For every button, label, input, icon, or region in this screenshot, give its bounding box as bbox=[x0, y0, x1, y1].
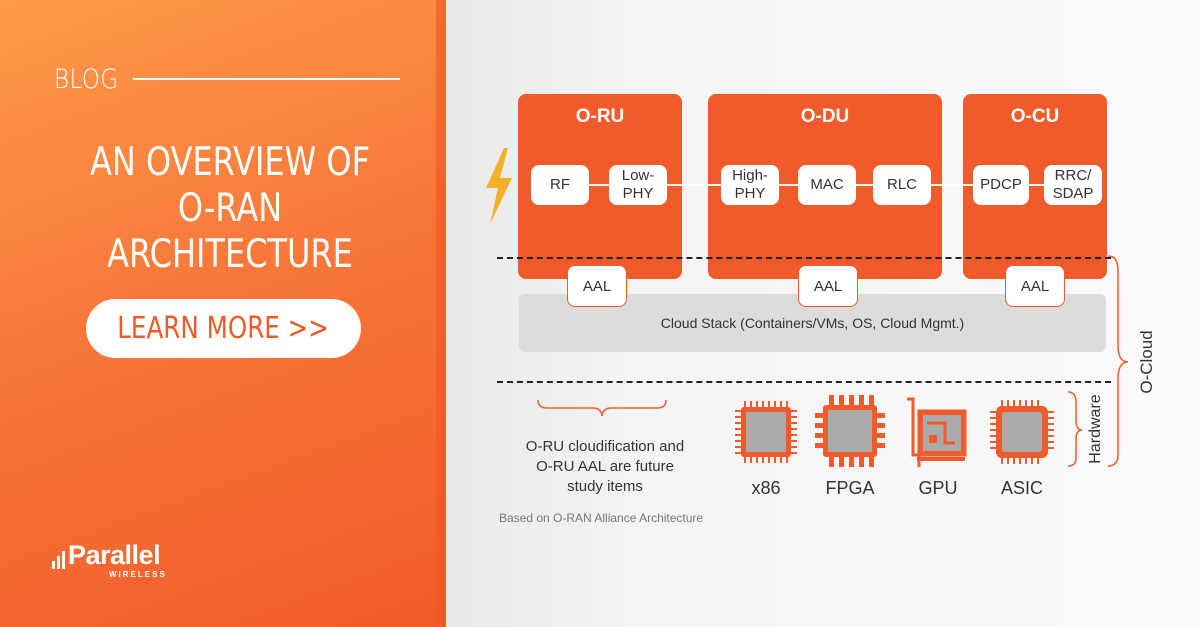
hw-label-x86: x86 bbox=[751, 478, 781, 498]
note-line-1: O-RU cloudification and bbox=[525, 438, 685, 455]
rf-chip: RF bbox=[531, 165, 589, 205]
cloud-boundary-bottom bbox=[497, 381, 1111, 383]
highphy-line-2: PHY bbox=[734, 185, 766, 202]
ocu-title: O-CU bbox=[1010, 106, 1060, 127]
fpga-chip-icon bbox=[815, 395, 885, 467]
brand-name: Parallel bbox=[68, 540, 161, 570]
rrc-sdap-chip: RRC/ SDAP bbox=[1044, 165, 1102, 205]
odu-title: O-DU bbox=[800, 106, 850, 127]
signal-bars-icon bbox=[52, 547, 65, 569]
learn-more-button[interactable]: LEARN MORE >> bbox=[86, 299, 361, 358]
fronthaul-link-white bbox=[667, 184, 723, 186]
title-line-2: O-RAN ARCHITECTURE bbox=[107, 186, 353, 277]
hardware-label: Hardware bbox=[1087, 394, 1104, 464]
pdcp-chip: PDCP bbox=[973, 165, 1029, 205]
lightning-icon bbox=[486, 148, 512, 224]
panel-edge bbox=[436, 0, 446, 627]
mac-chip: MAC bbox=[798, 165, 856, 205]
aal-chip-odu: AAL bbox=[798, 265, 858, 307]
ocloud-label: O-Cloud bbox=[1137, 330, 1156, 394]
hw-label-gpu: GPU bbox=[918, 478, 958, 498]
connector bbox=[1029, 184, 1044, 186]
bracket-lines bbox=[1067, 255, 1129, 467]
highphy-chip: High- PHY bbox=[721, 165, 779, 205]
connector bbox=[856, 184, 873, 186]
future-study-note: O-RU cloudification and O-RU AAL are fut… bbox=[498, 437, 712, 497]
rrc-line-2: SDAP bbox=[1052, 185, 1094, 202]
rlc-chip: RLC bbox=[873, 165, 931, 205]
highphy-line-1: High- bbox=[732, 167, 768, 184]
asic-chip-icon bbox=[990, 400, 1054, 464]
x86-chip-icon bbox=[735, 401, 797, 463]
lowphy-line-1: Low- bbox=[621, 167, 655, 184]
eyebrow-label: BLOG bbox=[54, 64, 119, 95]
lowphy-line-2: PHY bbox=[622, 185, 654, 202]
cloud-boundary-top bbox=[497, 257, 1111, 259]
aal-chip-oru: AAL bbox=[567, 265, 627, 307]
page-title: AN OVERVIEW OF O-RAN ARCHITECTURE bbox=[58, 140, 402, 278]
connector bbox=[589, 184, 609, 186]
gpu-card-icon bbox=[907, 397, 967, 467]
midhaul-link-white bbox=[931, 184, 973, 186]
connector bbox=[779, 184, 798, 186]
hw-label-fpga: FPGA bbox=[825, 478, 875, 498]
note-line-2: O-RU AAL are future bbox=[536, 458, 674, 475]
lowphy-chip: Low- PHY bbox=[609, 165, 667, 205]
brand-sub: WIRELESS bbox=[109, 570, 167, 579]
aal-chip-ocu: AAL bbox=[1005, 265, 1065, 307]
eyebrow-rule bbox=[133, 78, 400, 80]
hw-label-asic: ASIC bbox=[1000, 478, 1043, 498]
learn-more-label: LEARN MORE >> bbox=[117, 311, 330, 346]
source-note: Based on O-RAN Alliance Architecture bbox=[499, 511, 704, 525]
note-line-3: study items bbox=[567, 478, 643, 495]
brand-logo: Parallel WIRELESS bbox=[52, 541, 167, 579]
brace-icon bbox=[537, 399, 667, 417]
title-line-1: AN OVERVIEW OF bbox=[89, 140, 371, 185]
oru-title: O-RU bbox=[575, 106, 625, 127]
rrc-line-1: RRC/ bbox=[1054, 167, 1092, 184]
